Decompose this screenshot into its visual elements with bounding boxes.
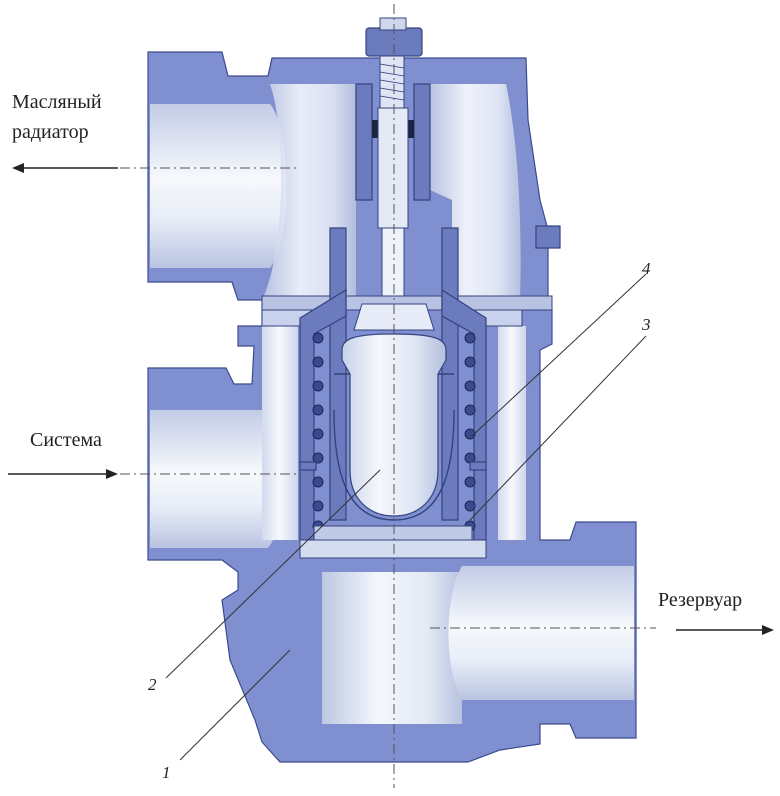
label-reservoir: Резервуар: [658, 589, 742, 611]
spring-coil: [312, 476, 324, 488]
spring-coil: [312, 380, 324, 392]
label-oil-radiator-line1: Масляный: [12, 91, 102, 113]
spring-coil: [464, 428, 476, 440]
flow-arrows: [8, 163, 774, 635]
arrow-from-system: [8, 469, 118, 479]
spring-coil: [312, 452, 324, 464]
center-lines: [120, 4, 656, 788]
spring-coil: [312, 332, 324, 344]
leader-lines: [165, 273, 647, 761]
label-system: Система: [30, 429, 102, 451]
spring-coil: [464, 380, 476, 392]
callout-4: 4: [642, 259, 651, 278]
spring-coil: [312, 404, 324, 416]
spring-coil: [312, 500, 324, 512]
seat-plate: [299, 461, 487, 559]
spring-coil: [464, 356, 476, 368]
side-plug: [535, 225, 561, 249]
spring-coil: [464, 476, 476, 488]
arrow-to-radiator: [12, 163, 118, 173]
spring: [312, 332, 476, 532]
adjusting-screw: [355, 17, 431, 301]
spring-coil: [464, 332, 476, 344]
spring-coil: [464, 404, 476, 416]
spring-coil: [312, 356, 324, 368]
label-oil-radiator-line2: радиатор: [12, 121, 89, 143]
spring-coil: [464, 500, 476, 512]
callout-1: 1: [162, 763, 171, 782]
callout-3: 3: [641, 315, 651, 334]
spring-coil: [312, 428, 324, 440]
callout-2: 2: [148, 675, 157, 694]
arrow-to-reservoir: [676, 625, 774, 635]
